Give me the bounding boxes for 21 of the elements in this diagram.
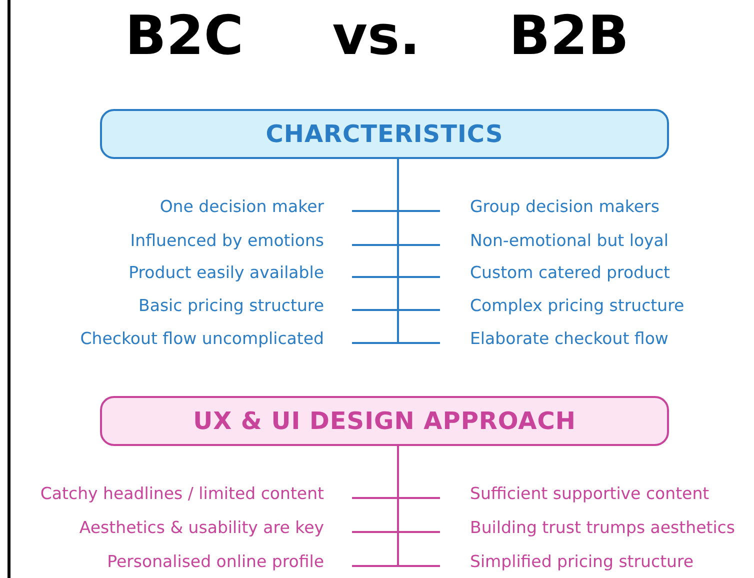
title: B2C vs. B2B (124, 4, 630, 67)
b2c-trait: Checkout flow uncomplicated (80, 329, 324, 349)
b2c-trait: Personalised online profile (107, 552, 324, 572)
b2c-trait: Basic pricing structure (138, 296, 324, 316)
heading-text: UX & UI DESIGN APPROACH (193, 407, 576, 435)
heading-box (100, 109, 669, 159)
b2c-trait: One decision maker (160, 197, 324, 217)
b2b-trait: Group decision makers (470, 197, 660, 217)
heading-box (100, 396, 669, 446)
b2b-trait: Elaborate checkout flow (470, 329, 668, 349)
b2c-trait: Catchy headlines / limited content (40, 484, 324, 504)
b2c-trait: Product easily available (128, 263, 324, 283)
b2b-trait: Building trust trumps aesthetics (470, 518, 735, 538)
b2b-trait: Sufficient supportive content (470, 484, 710, 504)
b2b-trait: Complex pricing structure (470, 296, 684, 316)
heading-text: CHARCTERISTICS (266, 120, 504, 148)
b2b-trait: Simplified pricing structure (470, 552, 694, 572)
b2b-trait: Non-emotional but loyal (470, 231, 668, 251)
b2b-trait: Custom catered product (470, 263, 670, 283)
b2c-trait: Influenced by emotions (130, 231, 324, 251)
b2c-trait: Aesthetics & usability are key (79, 518, 324, 538)
